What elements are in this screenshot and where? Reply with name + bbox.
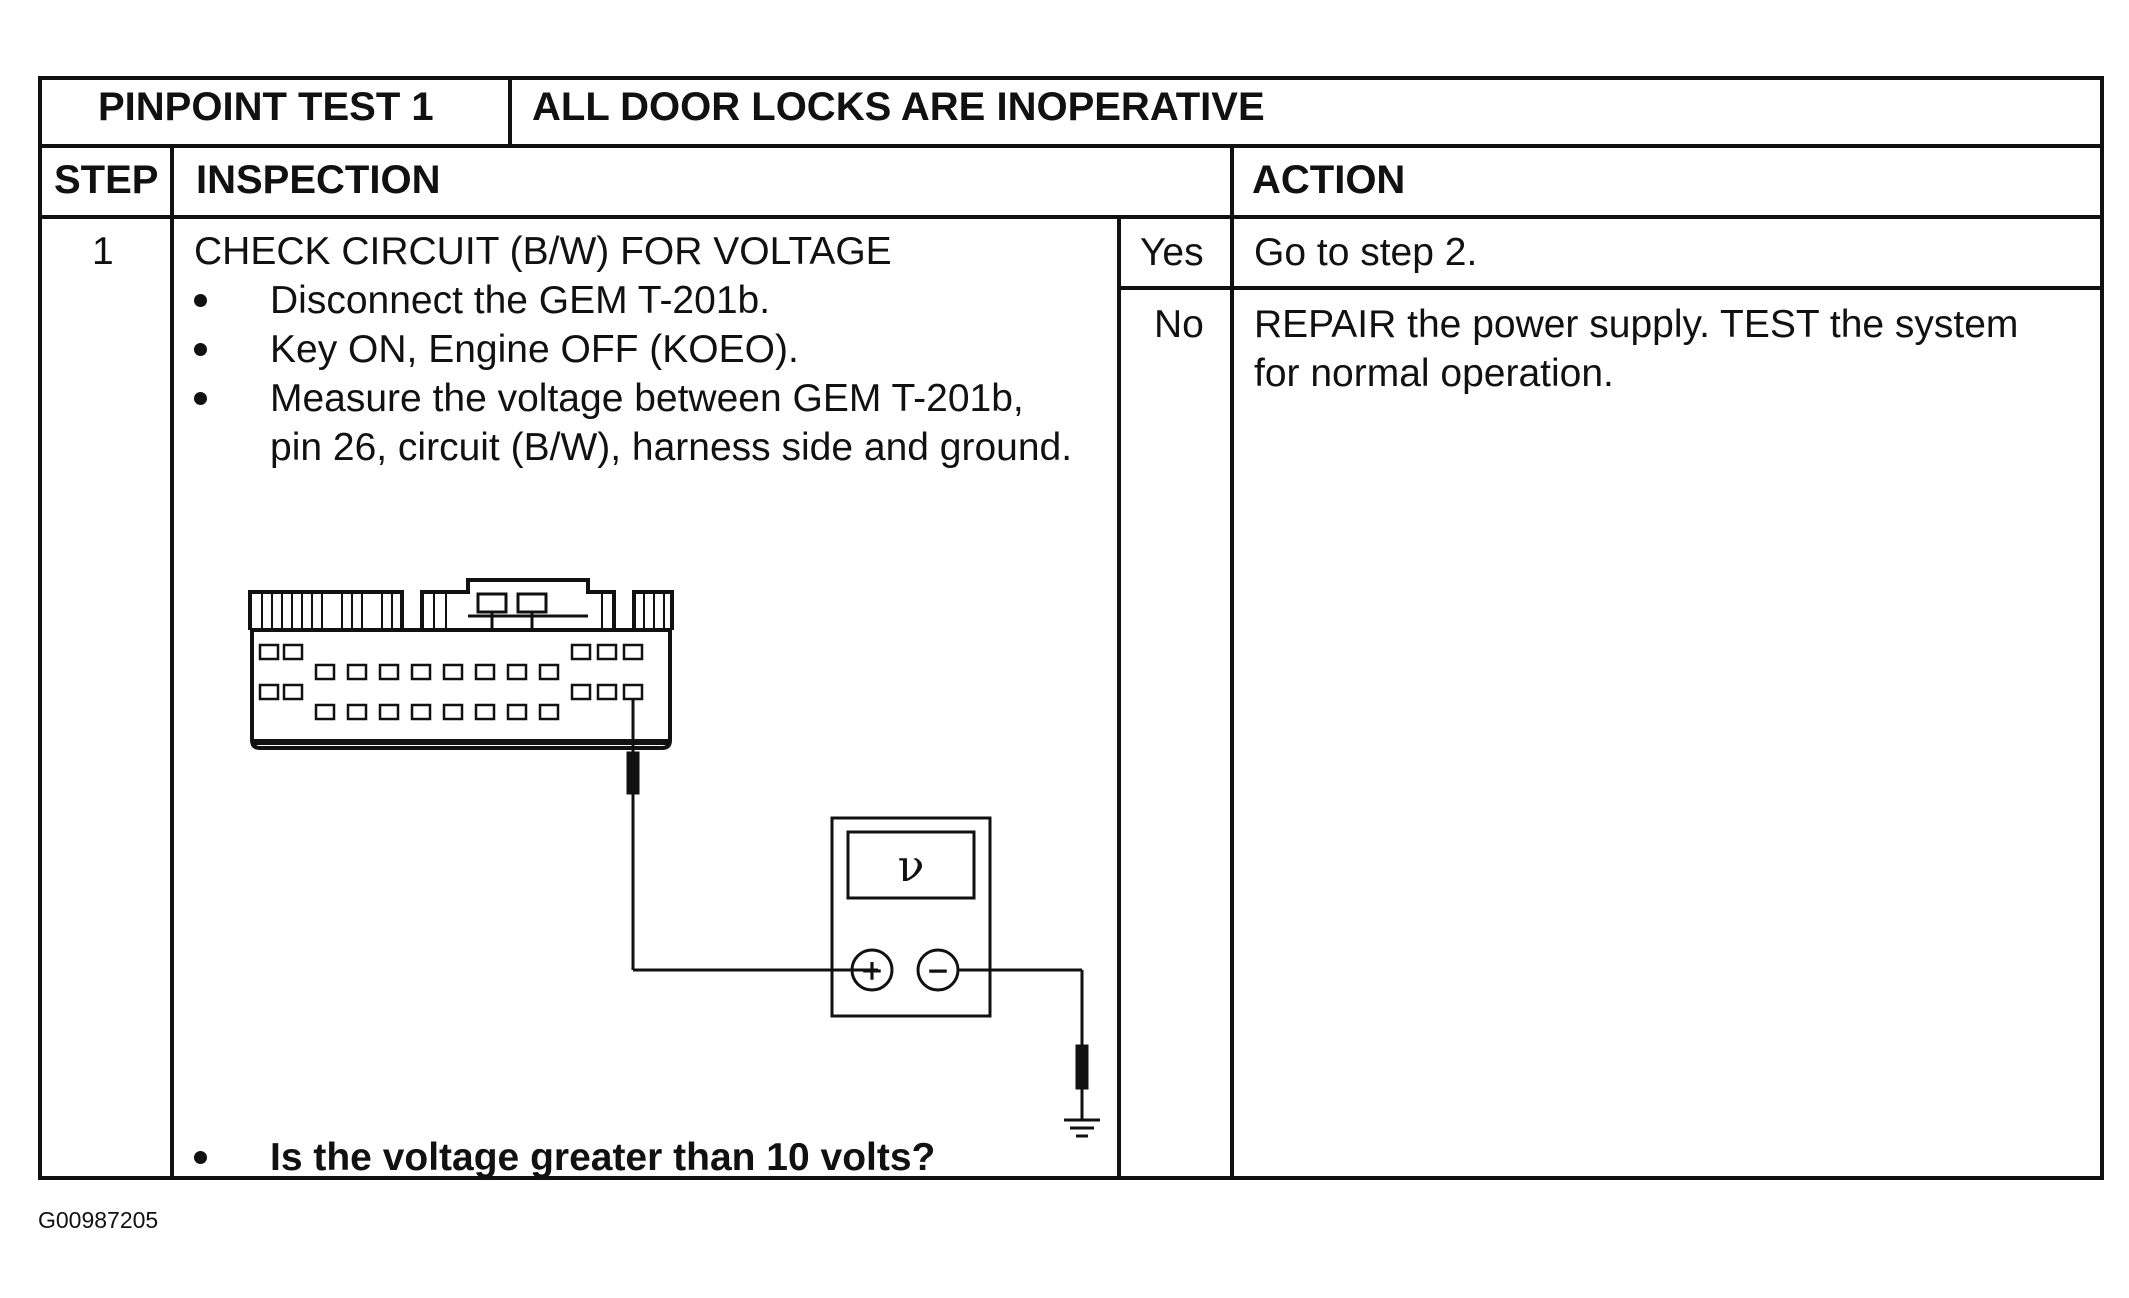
action-no-line-1: REPAIR the power supply. TEST the system: [1254, 303, 2019, 346]
bullet-2: [194, 343, 207, 356]
bullet-1: [194, 294, 207, 307]
step-column-header: STEP: [54, 158, 159, 202]
action-no-line-2: for normal operation.: [1254, 352, 1614, 395]
meter-symbol: ν: [898, 841, 925, 892]
bullet-text-1: Disconnect the GEM T-201b.: [270, 279, 771, 322]
bullet-text-3-continued: pin 26, circuit (B/W), harness side and …: [270, 426, 1073, 469]
action-column-header: ACTION: [1252, 158, 1406, 202]
step-title: CHECK CIRCUIT (B/W) FOR VOLTAGE: [194, 230, 892, 273]
step-column-line: [170, 144, 174, 1176]
step-number: 1: [92, 230, 114, 273]
voltmeter-icon: [830, 816, 992, 1018]
ground-icon: [1064, 1118, 1100, 1138]
title-rule: [42, 144, 2100, 148]
step-question: Is the voltage greater than 10 volts?: [270, 1136, 936, 1179]
question-bullet: [194, 1151, 207, 1164]
test-label: PINPOINT TEST 1: [98, 85, 434, 129]
pinpoint-test-table: PINPOINT TEST 1 ALL DOOR LOCKS ARE INOPE…: [38, 76, 2104, 1180]
header-rule: [42, 215, 2100, 219]
connector-icon: [248, 578, 674, 750]
probe-negative: [958, 968, 1089, 1120]
title-divider: [508, 80, 512, 144]
action-column-line: [1230, 144, 1234, 1176]
test-title: ALL DOOR LOCKS ARE INOPERATIVE: [532, 85, 1265, 129]
wiring-diagram: ν + −: [248, 578, 1100, 1138]
bullet-text-2: Key ON, Engine OFF (KOEO).: [270, 328, 799, 371]
figure-code: G00987205: [38, 1207, 159, 1233]
outcome-rule: [1117, 286, 2100, 290]
probe-positive: [626, 699, 878, 972]
answer-yes: Yes: [1140, 231, 1204, 274]
action-yes: Go to step 2.: [1254, 231, 1478, 274]
minus-symbol: −: [926, 954, 949, 987]
bullet-3: [194, 392, 207, 405]
answer-column-line: [1117, 215, 1121, 1176]
answer-no: No: [1154, 303, 1204, 346]
bullet-text-3: Measure the voltage between GEM T-201b,: [270, 377, 1024, 420]
inspection-column-header: INSPECTION: [196, 158, 441, 202]
plus-symbol: +: [860, 954, 883, 987]
